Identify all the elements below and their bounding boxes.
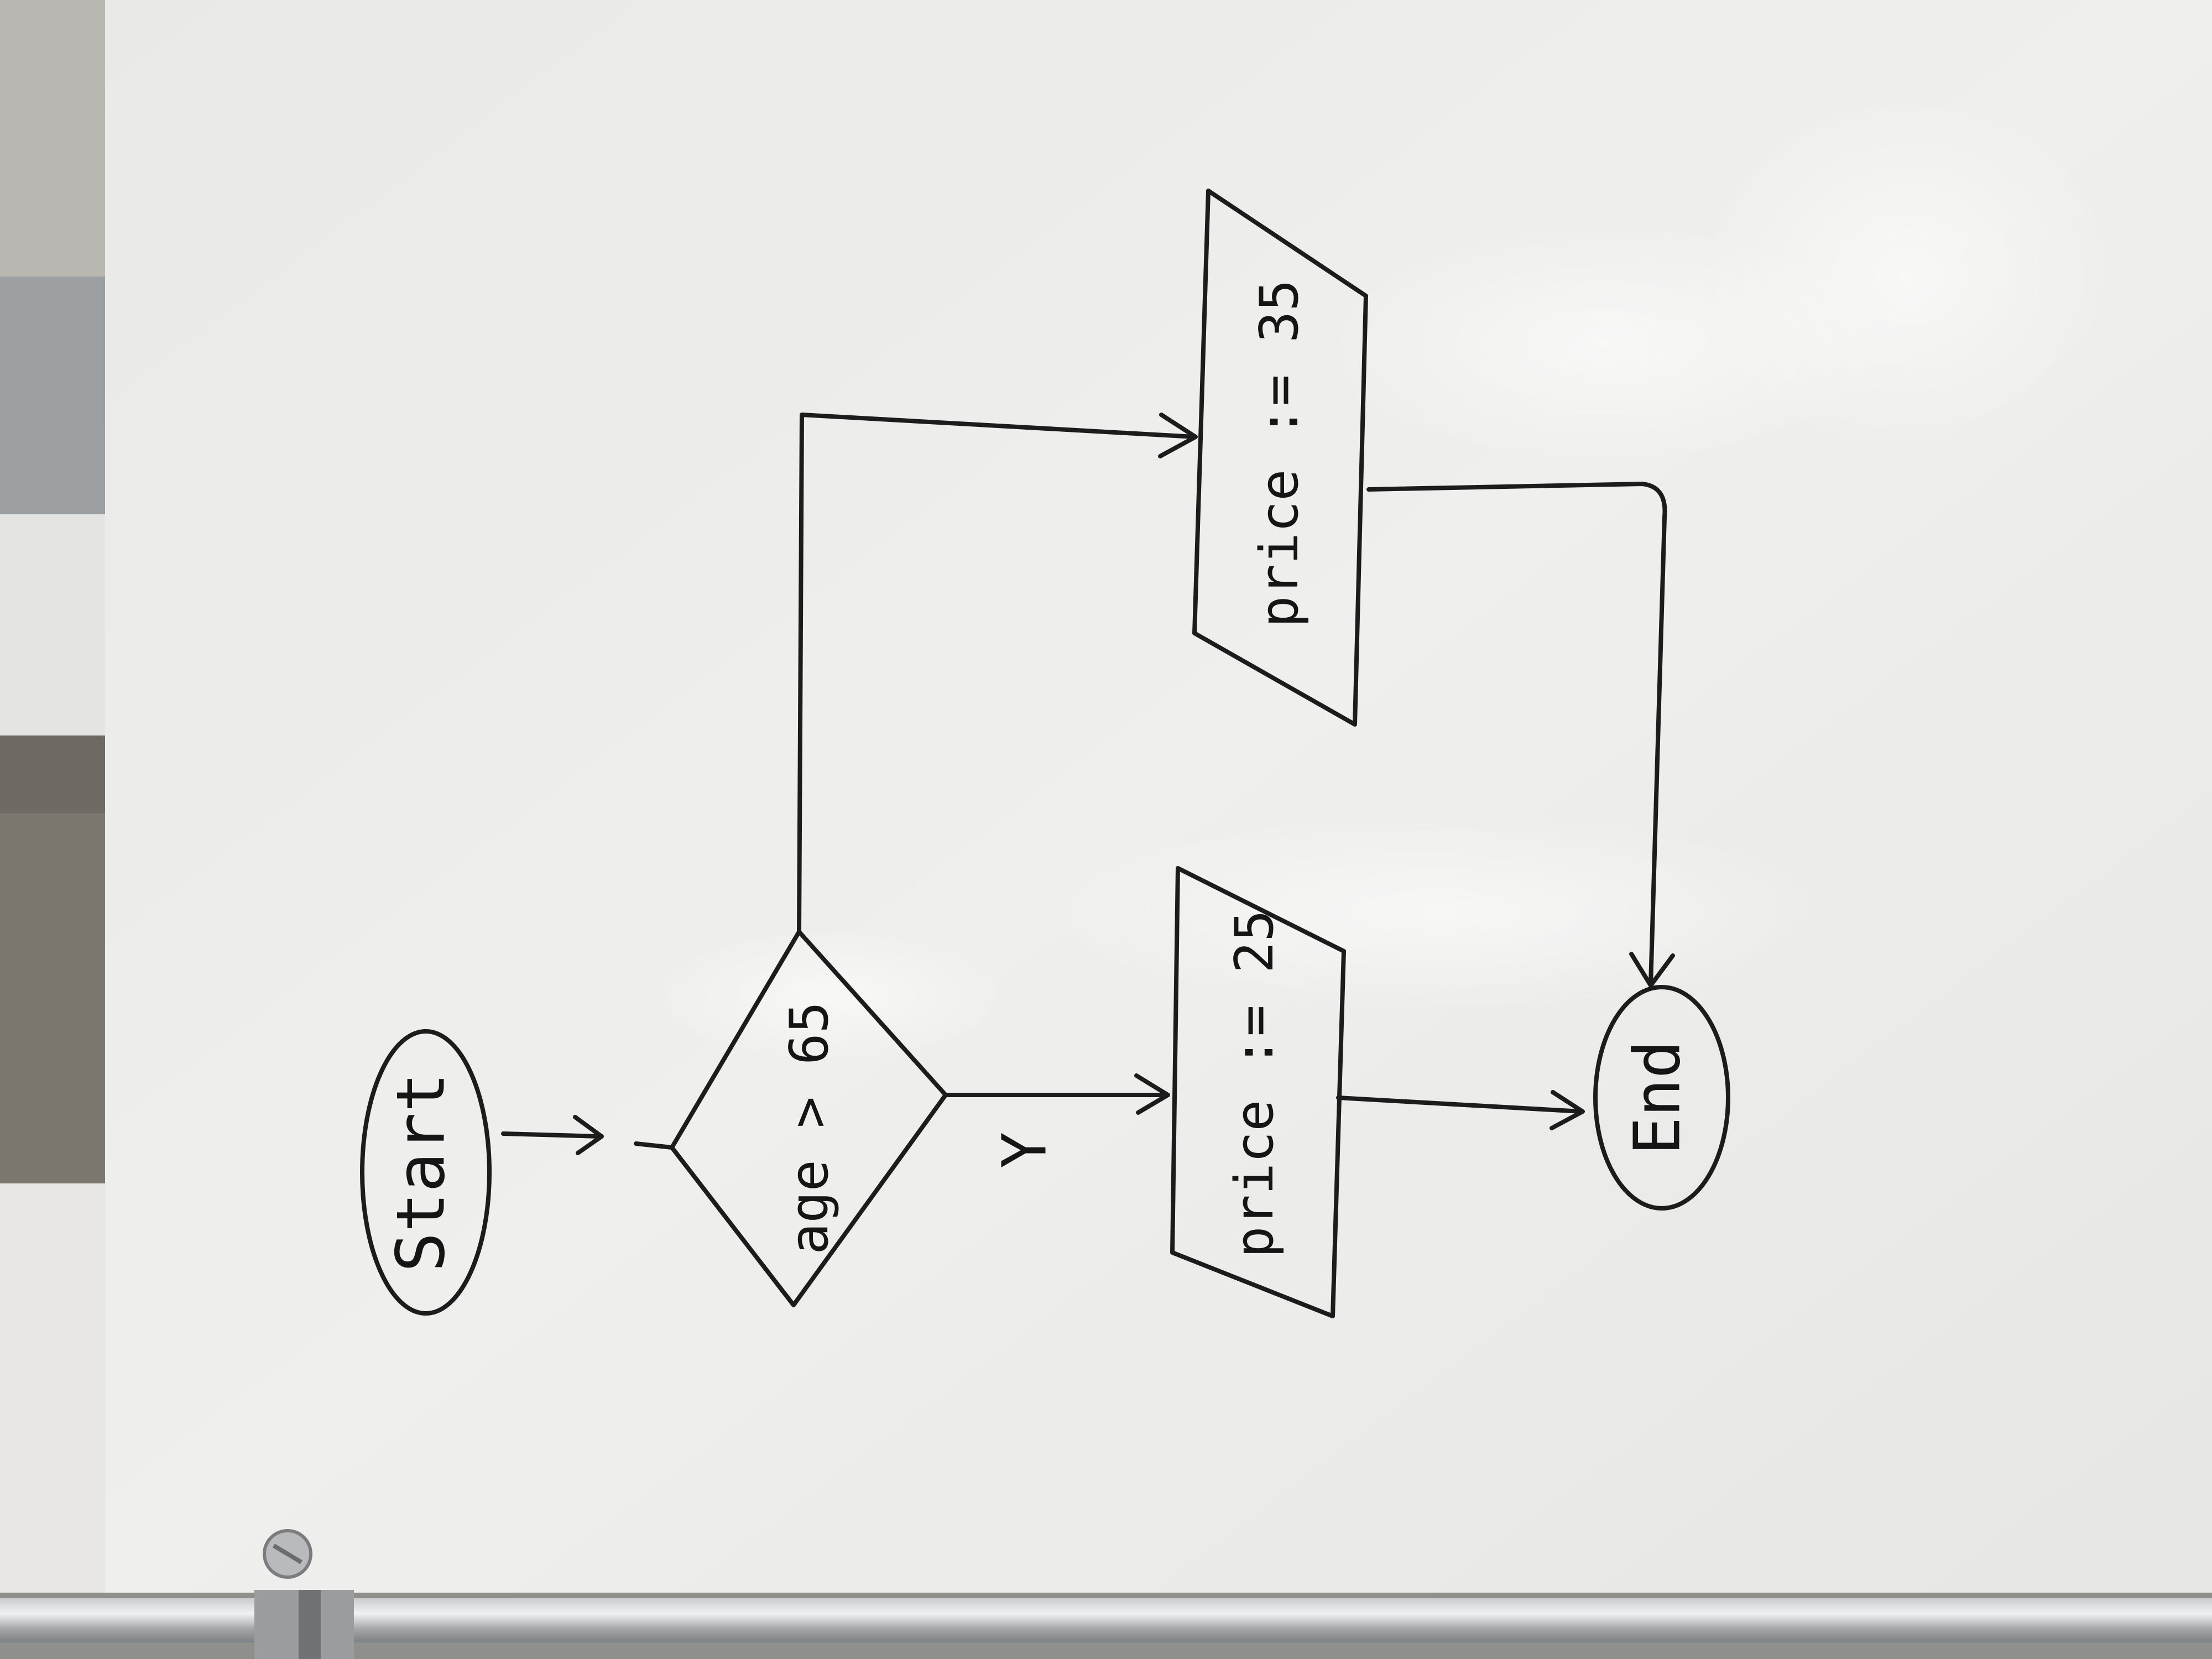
decision-label: age > 65	[779, 1001, 840, 1255]
background-wall	[0, 0, 111, 1659]
end-label: End	[1621, 1040, 1695, 1155]
start-terminator	[360, 1029, 492, 1316]
arrow-yes-to-end	[1336, 1095, 1584, 1114]
arrow-no	[797, 413, 1197, 934]
assign-yes-label: price := 25	[1224, 910, 1285, 1258]
decision-diamond	[670, 930, 948, 1307]
eraser-smudges	[653, 94, 2118, 1062]
assign-no-label: price := 35	[1249, 279, 1310, 627]
flowchart: Start age > 65 Y price := 25 price := 35…	[360, 189, 1730, 1318]
start-label: Start	[383, 1072, 460, 1272]
yes-label: Y	[989, 1132, 1060, 1168]
screw-icon	[263, 1529, 312, 1579]
arrow-start-to-decision	[501, 1131, 602, 1139]
end-terminator	[1593, 985, 1730, 1211]
assign-no-box	[1192, 189, 1368, 727]
arrow-no-to-end	[1366, 482, 1667, 987]
whiteboard-rail	[0, 1590, 2212, 1659]
assign-yes-box	[1170, 866, 1346, 1318]
